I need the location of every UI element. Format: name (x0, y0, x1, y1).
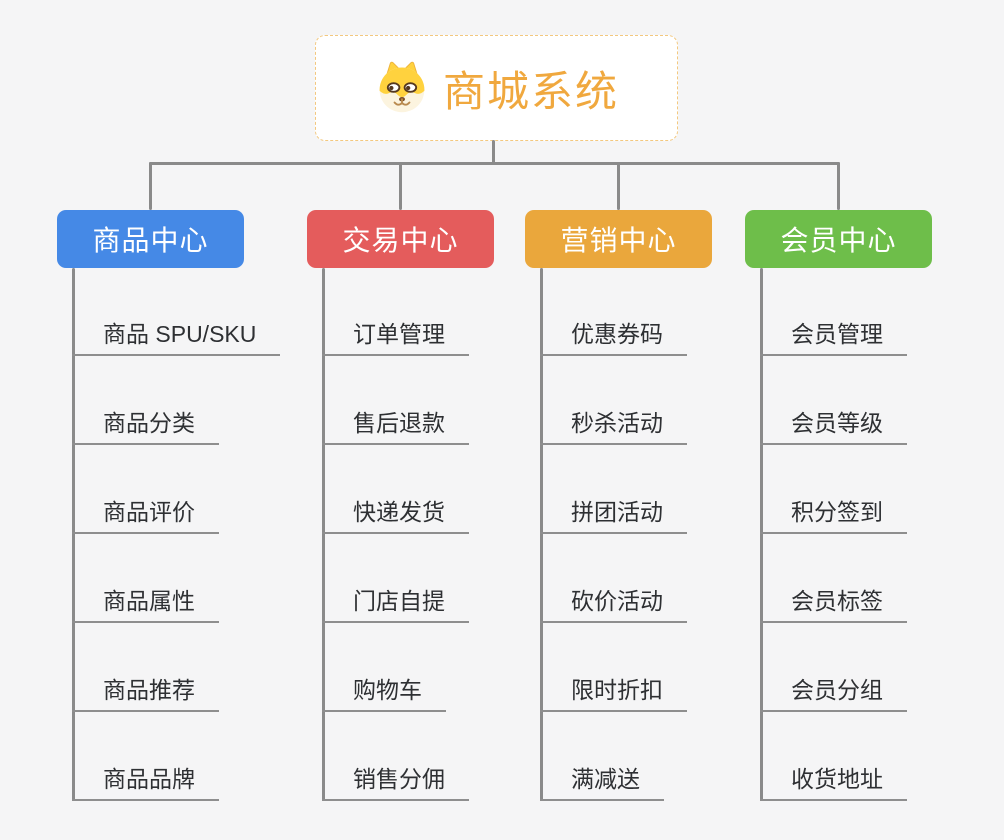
leaf-node[interactable]: 商品 SPU/SKU (72, 316, 281, 356)
connector-trunk-marketing (540, 268, 543, 801)
leaf-node[interactable]: 收货地址 (760, 761, 907, 801)
leaf-node[interactable]: 商品属性 (72, 583, 219, 623)
branch-node-products[interactable]: 商品中心 (57, 210, 244, 268)
leaf-node[interactable]: 商品分类 (72, 405, 219, 445)
leaf-node[interactable]: 订单管理 (322, 316, 469, 356)
leaf-node[interactable]: 拼团活动 (540, 494, 687, 534)
branch-node-members[interactable]: 会员中心 (745, 210, 932, 268)
connector-drop-marketing (617, 162, 620, 210)
leaf-node[interactable]: 会员标签 (760, 583, 907, 623)
connector-trunk-members (760, 268, 763, 801)
leaf-node[interactable]: 会员分组 (760, 672, 907, 712)
connector-drop-members (837, 162, 840, 210)
connector-bus (149, 162, 840, 165)
connector-trunk-trade (322, 268, 325, 801)
branch-node-trade[interactable]: 交易中心 (307, 210, 494, 268)
connector-trunk-products (72, 268, 75, 801)
leaf-node[interactable]: 砍价活动 (540, 583, 687, 623)
dog-face-icon (379, 61, 425, 113)
leaf-node[interactable]: 优惠券码 (540, 316, 687, 356)
leaf-node[interactable]: 商品品牌 (72, 761, 219, 801)
leaf-node[interactable]: 会员管理 (760, 316, 907, 356)
root-title: 商城系统 (442, 67, 619, 115)
leaf-node[interactable]: 商品评价 (72, 494, 219, 534)
connector-drop-products (149, 162, 152, 210)
leaf-node[interactable]: 满减送 (540, 761, 664, 801)
leaf-node[interactable]: 门店自提 (322, 583, 469, 623)
leaf-node[interactable]: 积分签到 (760, 494, 907, 534)
leaf-node[interactable]: 商品推荐 (72, 672, 219, 712)
leaf-node[interactable]: 购物车 (322, 672, 446, 712)
leaf-node[interactable]: 快递发货 (322, 494, 469, 534)
leaf-node[interactable]: 秒杀活动 (540, 405, 687, 445)
leaf-node[interactable]: 销售分佣 (322, 761, 469, 801)
connector-root-drop (492, 140, 495, 165)
root-node[interactable]: 商城系统 (315, 35, 678, 141)
leaf-node[interactable]: 限时折扣 (540, 672, 687, 712)
branch-node-marketing[interactable]: 营销中心 (525, 210, 712, 268)
leaf-node[interactable]: 会员等级 (760, 405, 907, 445)
leaf-node[interactable]: 售后退款 (322, 405, 469, 445)
connector-drop-trade (399, 162, 402, 210)
